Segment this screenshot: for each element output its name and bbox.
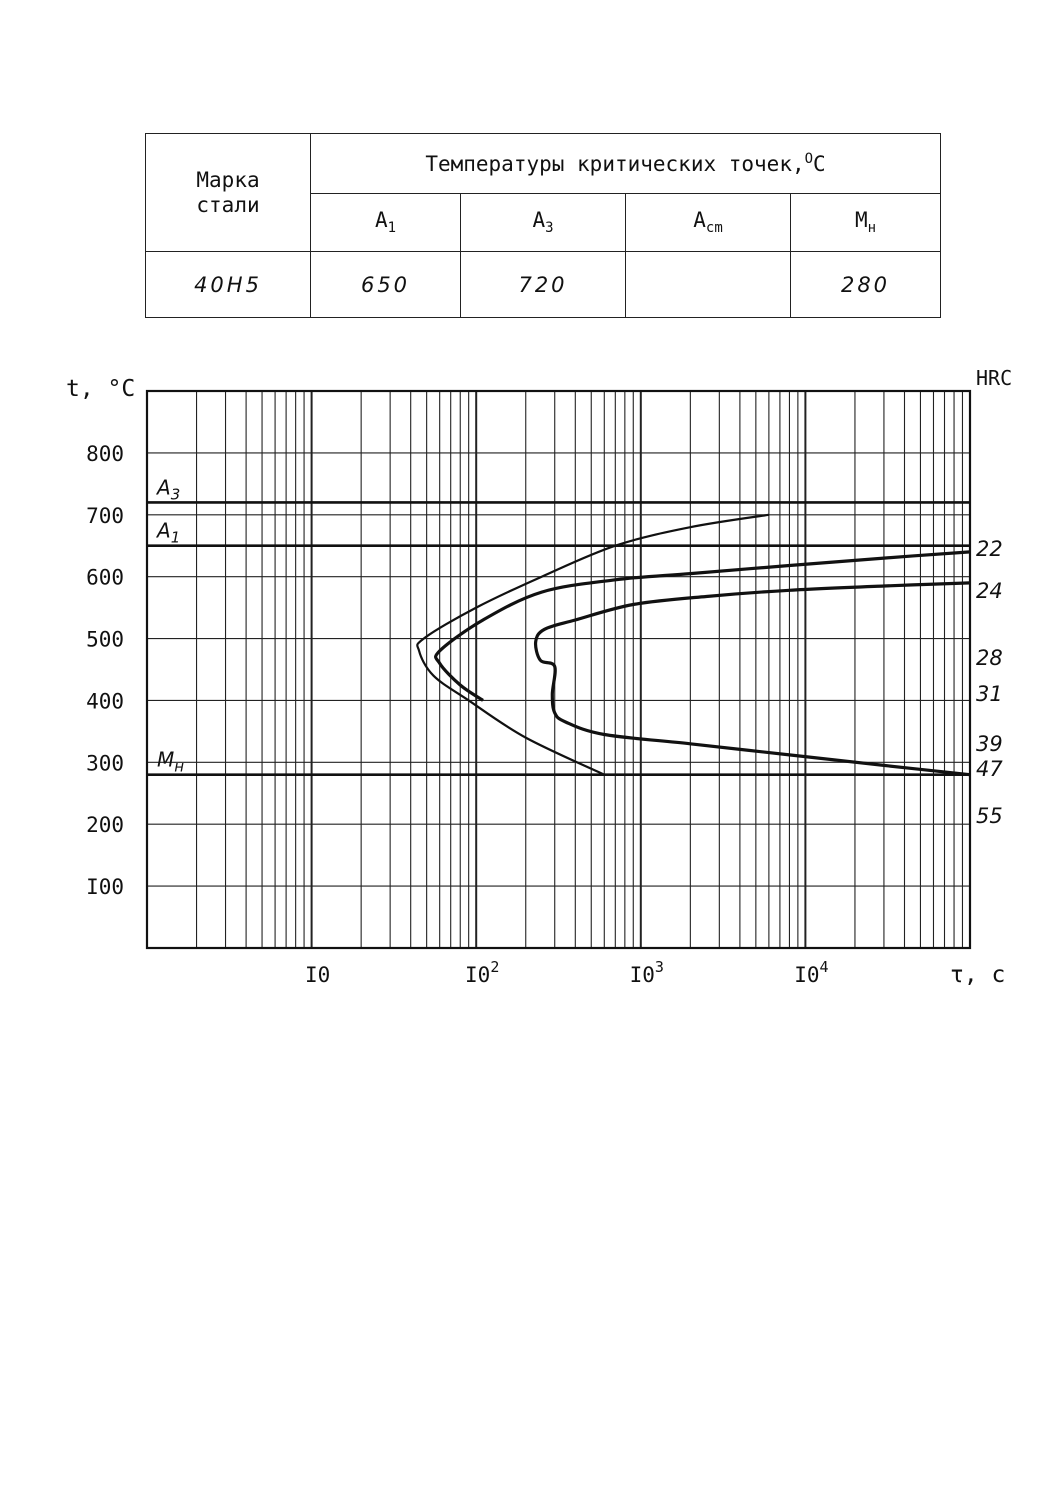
cell-mn: 280 xyxy=(789,251,942,318)
x-tick-label: I03 xyxy=(630,958,664,987)
right-axis-label: HRC xyxy=(976,366,1012,390)
curve-start xyxy=(416,513,770,776)
x-tick-base: I0 xyxy=(630,963,655,987)
col-acm-sub: cm xyxy=(705,220,723,237)
y-tick-label: 400 xyxy=(86,689,124,713)
ref-label-A1: A1 xyxy=(155,519,180,547)
y-tick-label: 300 xyxy=(86,751,124,775)
curve-finish-upper xyxy=(434,550,971,702)
x-tick-exp: 3 xyxy=(655,958,664,976)
x-tick-base: I0 xyxy=(794,963,819,987)
col-a1-main: A xyxy=(374,208,388,233)
col-acm: Acm xyxy=(625,193,791,252)
hrc-label: 39 xyxy=(976,732,1003,756)
hrc-label: 55 xyxy=(976,804,1003,828)
group-header-text: Температуры критических точек, xyxy=(425,152,805,176)
hrc-label: 28 xyxy=(976,646,1003,670)
hrc-label: 24 xyxy=(976,579,1003,603)
critical-points-table: Марка стали Температуры критических точе… xyxy=(145,133,942,318)
cell-a3: 720 xyxy=(460,251,626,318)
cell-acm xyxy=(625,251,791,318)
col-a1-sub: 1 xyxy=(387,220,397,237)
group-header-unit-sup: O xyxy=(804,151,814,167)
y-axis-label: t, °C xyxy=(66,376,135,402)
ref-label-sub-A3: 3 xyxy=(171,485,181,503)
col-a1: A1 xyxy=(310,193,461,252)
grade-header: Марка стали xyxy=(145,133,311,252)
ref-label-sub-Mн: н xyxy=(174,758,184,776)
y-tick-label: I00 xyxy=(86,875,124,899)
x-tick-exp: 2 xyxy=(490,958,499,976)
group-header-unit: C xyxy=(813,152,826,176)
x-axis-label: τ, с xyxy=(950,962,1005,988)
col-a3: A3 xyxy=(460,193,626,252)
x-tick-exp: 4 xyxy=(820,958,829,976)
hrc-label: 22 xyxy=(976,537,1003,561)
x-tick-base: I0 xyxy=(465,963,490,987)
col-mn-sub: н xyxy=(867,220,877,237)
col-a3-sub: 3 xyxy=(545,220,554,237)
y-tick-label: 600 xyxy=(86,566,124,590)
x-tick-label: I0 xyxy=(305,963,330,987)
y-tick-label: 800 xyxy=(86,442,124,466)
grid xyxy=(147,390,970,948)
ref-label-A3: A3 xyxy=(155,475,180,503)
y-tick-labels: I00 200 300 400 500 600 700 800 xyxy=(86,442,124,899)
col-mn-main: M xyxy=(854,208,868,233)
x-tick-base: I0 xyxy=(305,963,330,987)
curves xyxy=(416,513,971,777)
col-acm-main: A xyxy=(693,208,706,233)
curve-finish-lower xyxy=(533,581,971,777)
ref-label-Mн: Mн xyxy=(157,748,184,776)
x-tick-label: I04 xyxy=(794,958,828,987)
hrc-label: 31 xyxy=(976,682,1003,706)
hrc-label: 47 xyxy=(976,757,1003,781)
cell-a1: 650 xyxy=(310,251,461,318)
x-tick-label: I02 xyxy=(465,958,499,987)
plot-frame xyxy=(145,389,972,950)
y-tick-label: 200 xyxy=(86,813,124,837)
y-tick-label: 500 xyxy=(86,628,124,652)
y-tick-label: 700 xyxy=(86,504,124,528)
col-a3-main: A xyxy=(532,208,546,233)
ref-label-sub-A1: 1 xyxy=(171,529,181,547)
